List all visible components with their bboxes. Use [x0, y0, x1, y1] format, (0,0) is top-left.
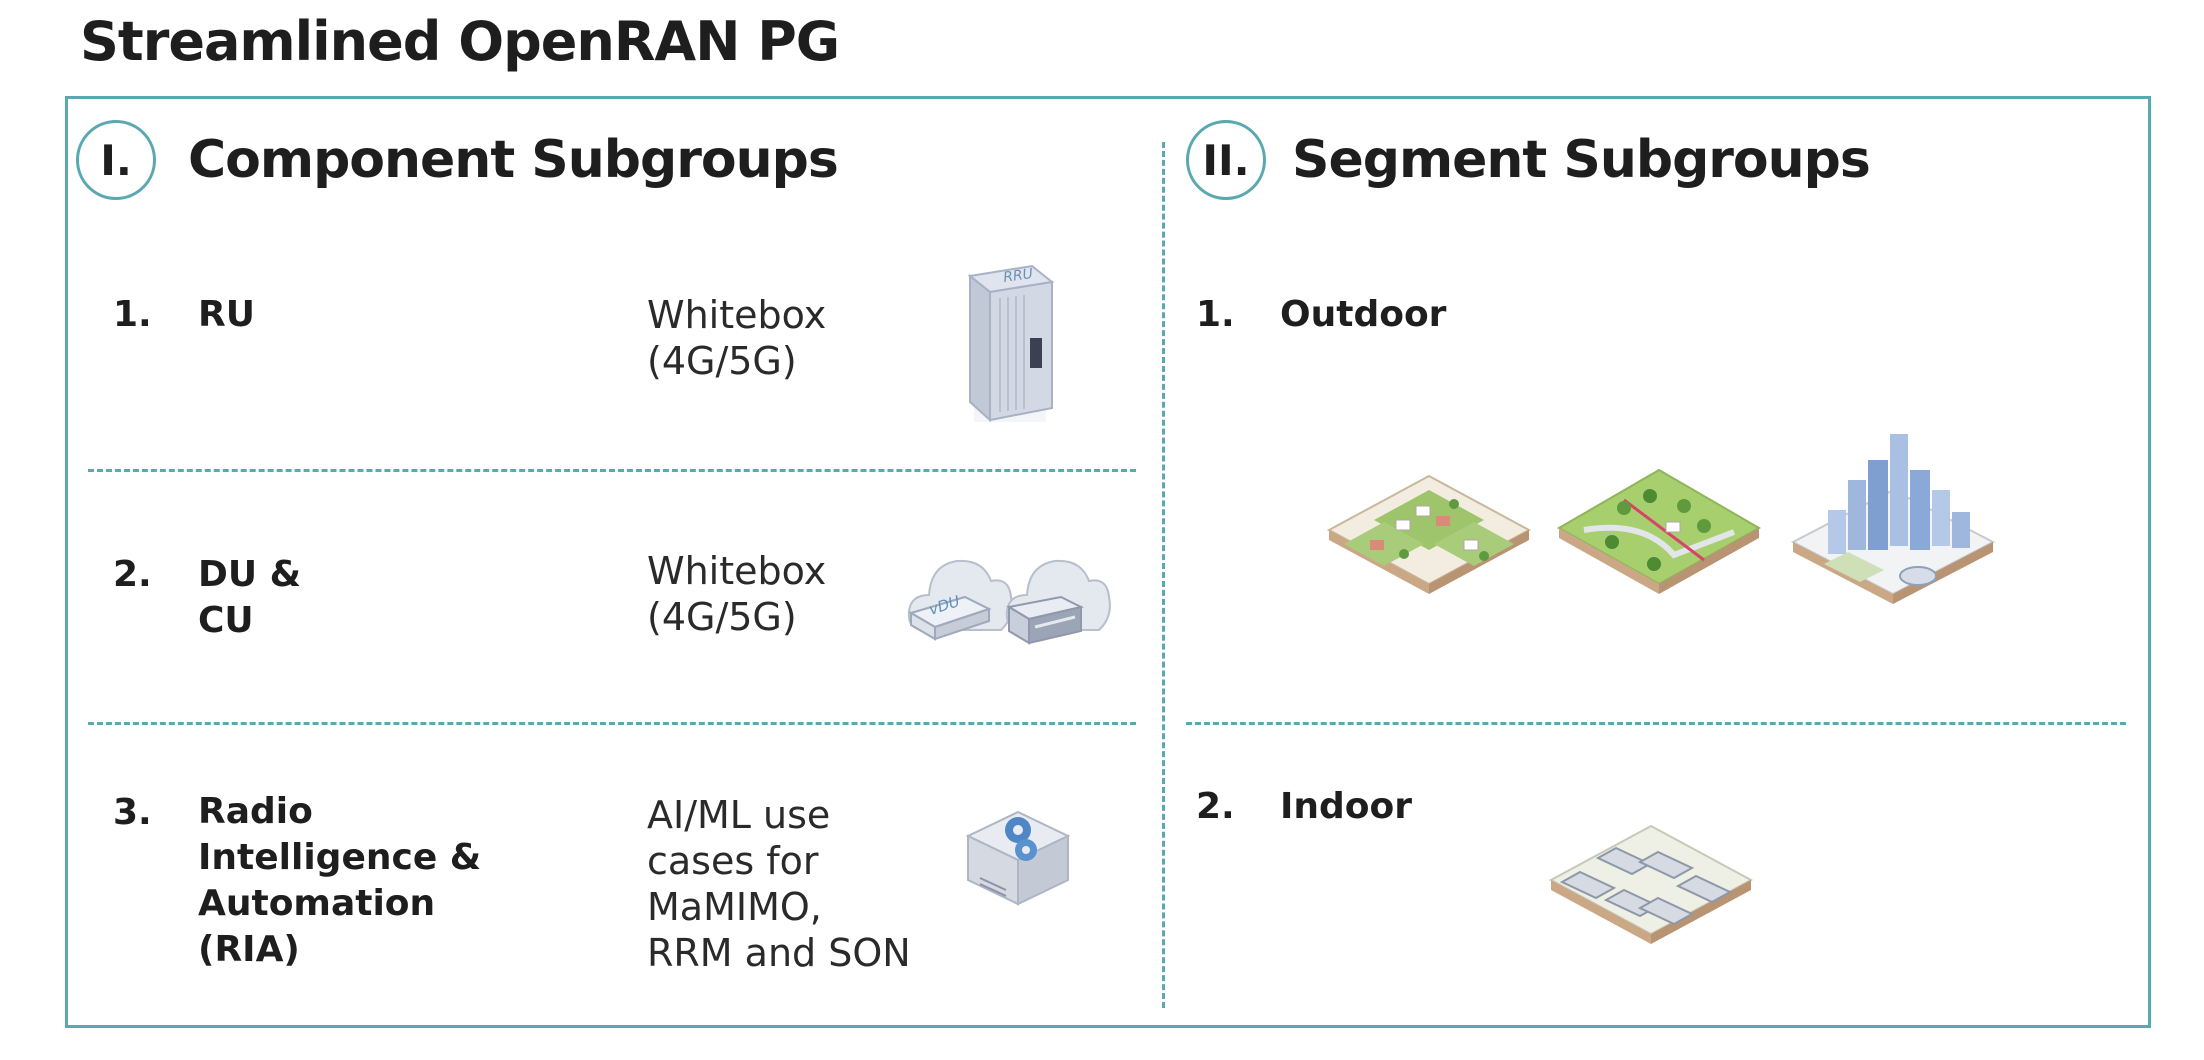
gear-server-icon [965, 810, 1071, 906]
rru-radio-unit-icon: RRU [967, 264, 1055, 423]
rru-label: RRU [1002, 266, 1034, 286]
urban-city-icon [1790, 434, 1996, 604]
item-description: AI/ML use cases for MaMIMO, RRM and SON [647, 793, 911, 975]
industrial-buildings-icon [1548, 824, 1754, 944]
roman-numeral-two: II. [1186, 120, 1266, 200]
cloud-server-icons: vDU [907, 559, 1111, 645]
item-number: 2. [113, 554, 152, 595]
suburban-block-icon [1326, 474, 1532, 594]
component-subgroups-title: Component Subgroups [188, 130, 839, 190]
item-number: 3. [113, 792, 152, 833]
item-number: 2. [1196, 786, 1235, 827]
item-name-ria: Radio Intelligence & Automation (RIA) [198, 791, 482, 970]
vertical-divider [1162, 142, 1165, 1008]
item-name-ru: RU [198, 294, 255, 335]
segment-subgroups-title: Segment Subgroups [1292, 130, 1871, 190]
roman-numeral-one: I. [76, 120, 156, 200]
item-description: Whitebox (4G/5G) [647, 549, 827, 639]
rural-park-icon [1556, 468, 1762, 594]
main-frame [65, 96, 2151, 1028]
item-name-outdoor: Outdoor [1280, 294, 1447, 335]
item-number: 1. [1196, 294, 1235, 335]
page-title: Streamlined OpenRAN PG [80, 10, 840, 73]
item-description: Whitebox (4G/5G) [647, 293, 827, 383]
item-name-indoor: Indoor [1280, 786, 1413, 827]
row-divider [88, 469, 1136, 472]
item-number: 1. [113, 294, 152, 335]
item-name-du-cu: DU & CU [198, 554, 302, 641]
row-divider [1186, 722, 2126, 725]
row-divider [88, 722, 1136, 725]
